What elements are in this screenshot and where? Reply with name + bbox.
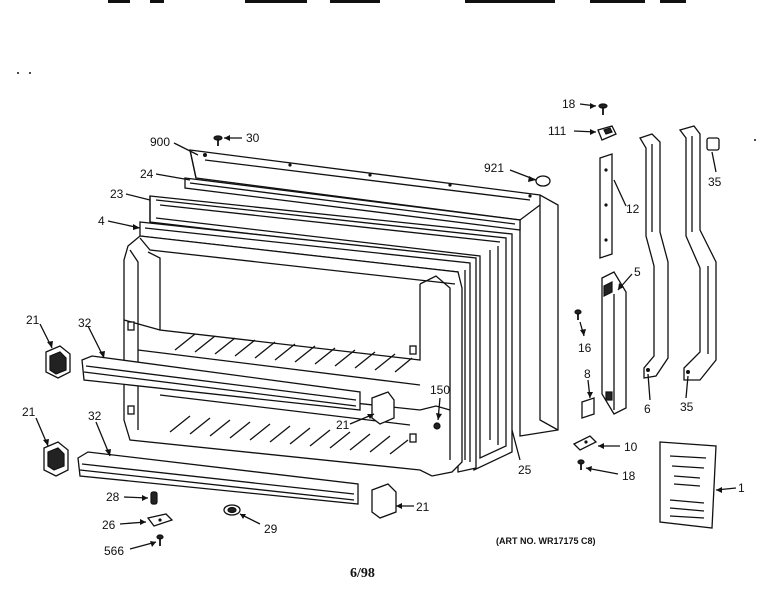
- shelf-end-cap-lower-left: [43, 441, 69, 477]
- callout-labels: 18 111 900 30 921 35 24 23 12 4 5 21 32 …: [22, 97, 745, 558]
- callout-21-lower-left: 21: [22, 405, 36, 419]
- outer-door-panel: [189, 149, 559, 437]
- door-handle-6: [639, 133, 669, 379]
- callout-566: 566: [104, 544, 124, 558]
- spacer-28: [150, 491, 158, 505]
- callout-32-upper: 32: [78, 316, 92, 330]
- cropped-header-marks: [108, 0, 686, 3]
- callout-21-upper-left: 21: [26, 313, 40, 327]
- hinge-bracket: [601, 271, 627, 415]
- door-liner-body: [123, 235, 463, 477]
- callout-10: 10: [624, 440, 638, 454]
- instruction-booklet: [659, 441, 717, 529]
- callout-150: 150: [430, 383, 450, 397]
- callout-18-top: 18: [562, 97, 576, 111]
- plug-button: [535, 175, 551, 187]
- callout-35-top: 35: [708, 175, 722, 189]
- door-handle-35: [678, 125, 717, 381]
- callout-5: 5: [634, 265, 641, 279]
- hinge-clip: [597, 125, 617, 141]
- callout-12: 12: [626, 202, 640, 216]
- callout-35-bottom: 35: [680, 400, 694, 414]
- callout-4: 4: [98, 214, 105, 228]
- shelf-end-cap-lower-right: [371, 483, 397, 519]
- callout-900: 900: [150, 135, 170, 149]
- callout-111: 111: [548, 124, 567, 138]
- door-gasket-strip: [184, 177, 521, 231]
- screw-150: [433, 422, 441, 430]
- callout-8: 8: [584, 367, 591, 381]
- callout-6: 6: [644, 402, 651, 416]
- callout-921: 921: [484, 161, 504, 175]
- art-number: (ART NO. WR17175 C8): [496, 536, 596, 546]
- plug-29: [223, 504, 241, 516]
- shelf-end-cap-upper-right: [371, 391, 395, 425]
- lower-shelf-ribs: [169, 415, 409, 455]
- date-code: 6/98: [350, 566, 375, 581]
- bracket-10: [572, 435, 598, 451]
- shelf-bar-lower: [77, 451, 359, 505]
- callout-25: 25: [518, 463, 532, 477]
- callout-24: 24: [140, 167, 154, 181]
- callout-18-bottom: 18: [622, 469, 636, 483]
- screw-18-bottom: [577, 459, 585, 470]
- callout-23: 23: [110, 187, 124, 201]
- handle-end-cap: [706, 137, 720, 151]
- plate-26: [146, 513, 174, 527]
- screw-18-top: [598, 103, 608, 115]
- callout-32-lower: 32: [88, 409, 102, 423]
- callout-26: 26: [102, 518, 116, 532]
- callout-30: 30: [246, 131, 260, 145]
- callout-21-lower-right: 21: [416, 500, 430, 514]
- callout-28: 28: [106, 490, 120, 504]
- callout-16: 16: [578, 341, 592, 355]
- callout-1: 1: [738, 481, 745, 495]
- shim-8: [581, 397, 595, 419]
- screw-30: [213, 135, 223, 146]
- screw-16: [574, 309, 582, 320]
- shelf-bar-upper: [81, 355, 361, 411]
- callout-29: 29: [264, 522, 278, 536]
- arrowheads: [43, 103, 722, 547]
- callout-21-upper-right: 21: [336, 418, 350, 432]
- hinge-plate: [599, 153, 613, 259]
- upper-shelf-ribs: [174, 333, 413, 373]
- shelf-end-cap-upper-left: [45, 345, 71, 379]
- screw-566: [156, 534, 164, 546]
